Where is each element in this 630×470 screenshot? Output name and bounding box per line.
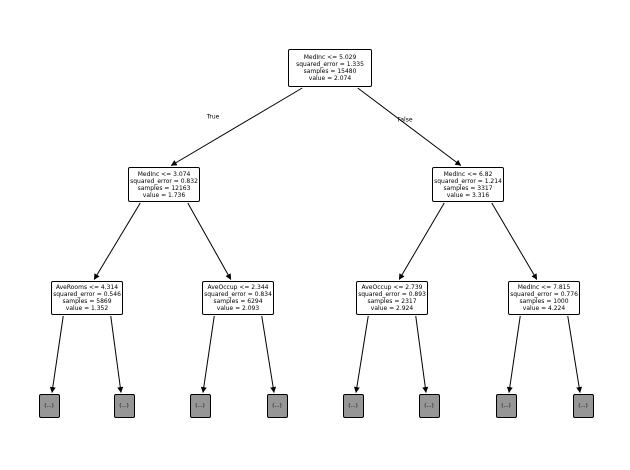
tree-edge-n6-l7 [506,315,521,393]
leaf-collapsed-label: (...) [578,403,588,409]
tree-leaf-node-l5: (...) [342,394,364,418]
leaf-collapsed-label: (...) [501,403,511,409]
node-text-line: samples = 2317 [367,298,417,305]
node-text-line: squared_error = 1.335 [296,61,364,68]
tree-edge-root-n2 [357,87,462,166]
node-text-line: value = 2.093 [216,305,260,312]
node-text-line: squared_error = 0.546 [53,291,121,298]
node-text-line: value = 2.074 [308,75,352,82]
tree-leaf-node-l8: (...) [572,394,594,418]
tree-edge-n6-l8 [567,315,583,393]
node-text-line: samples = 6294 [213,298,263,305]
edge-label-false: False [397,116,413,124]
leaf-collapsed-label: (...) [348,403,358,409]
tree-leaf-node-l3: (...) [189,394,211,418]
leaf-collapsed-label: (...) [44,403,54,409]
node-text-line: AveOccup <= 2.739 [361,284,423,291]
node-text-line: AveRooms <= 4.314 [55,284,119,291]
tree-leaf-node-l6: (...) [418,394,440,418]
node-text-line: value = 1.736 [142,191,186,199]
node-text-line: value = 1.352 [65,305,109,312]
node-text-line: squared_error = 1.214 [434,177,502,185]
tree-leaf-node-l7: (...) [495,394,517,418]
node-text-line: squared_error = 0.893 [358,291,426,298]
node-text-line: MedInc <= 5.029 [303,54,357,61]
tree-leaf-node-l2: (...) [113,394,135,418]
node-text-line: samples = 3317 [443,184,493,192]
node-text-line: samples = 1000 [519,298,569,305]
tree-edge-n5-l5 [353,315,369,393]
tree-edge-n1-n3 [93,202,141,280]
leaf-collapsed-label: (...) [272,403,282,409]
tree-edge-n3-l1 [49,315,64,393]
node-text-line: value = 3.316 [446,191,490,199]
leaf-collapsed-label: (...) [424,403,434,409]
node-text-line: value = 2.924 [370,305,414,312]
node-text-line: MedInc <= 6.82 [443,170,493,178]
node-text-line: squared_error = 0.834 [204,291,272,298]
tree-edge-root-n1 [170,87,303,166]
tree-edge-n3-l2 [110,315,124,393]
node-text-line: MedInc <= 7.815 [517,284,571,291]
leaf-collapsed-label: (...) [195,403,205,409]
node-text-line: samples = 12163 [137,184,191,192]
tree-edge-n2-n5 [398,202,445,280]
tree-edge-n5-l6 [415,315,429,393]
tree-leaf-node-l4: (...) [266,394,288,418]
tree-edge-n4-l3 [200,315,215,393]
node-text-line: MedInc <= 3.074 [137,170,191,178]
node-text-line: samples = 5869 [62,298,112,305]
node-text-line: value = 4.224 [522,305,566,312]
node-text-line: squared_error = 0.776 [510,291,578,298]
leaf-collapsed-label: (...) [119,403,129,409]
tree-edge-n4-l4 [261,315,277,393]
edge-label-true: True [206,113,220,121]
node-text-line: AveOccup <= 2.344 [207,284,269,291]
tree-leaf-node-l1: (...) [38,394,60,418]
tree-edge-n2-n6 [491,202,538,280]
node-text-line: samples = 15480 [303,68,357,75]
node-text-line: squared_error = 0.832 [130,177,198,185]
tree-edge-n1-n4 [187,202,232,280]
